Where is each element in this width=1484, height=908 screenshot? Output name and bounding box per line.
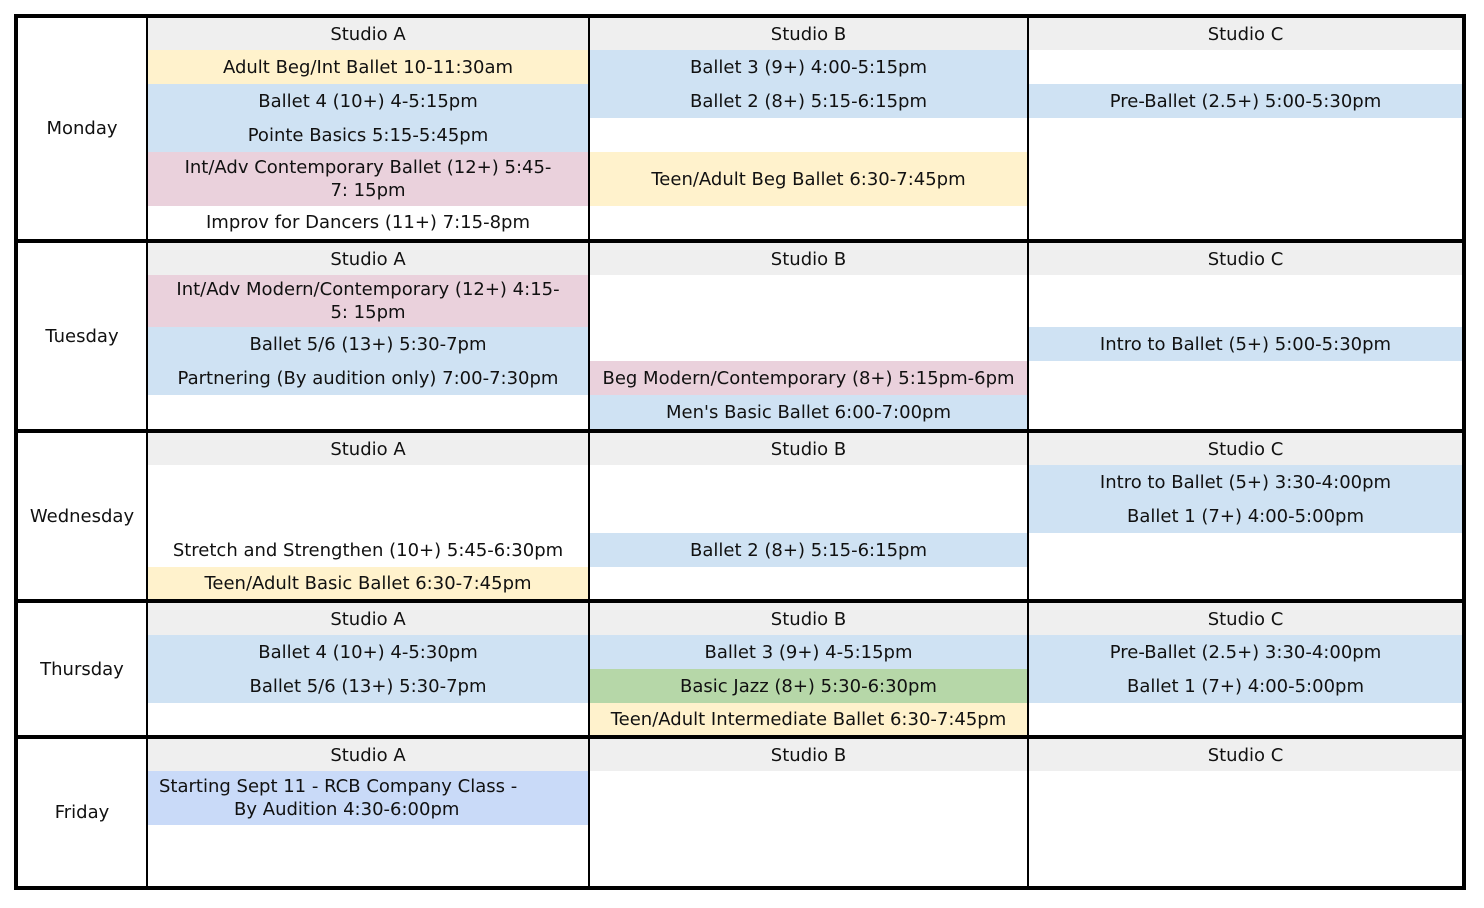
class-cell: Teen/Adult Beg Ballet 6:30-7:45pm — [590, 152, 1027, 206]
studio-c-column: Studio C Pre-Ballet (2.5+) 3:30-4:00pm B… — [1027, 603, 1462, 735]
studio-header: Studio A — [148, 243, 588, 275]
class-cell: Pre-Ballet (2.5+) 3:30-4:00pm — [1029, 635, 1462, 669]
class-cell: Improv for Dancers (11+) 7:15-8pm — [148, 206, 588, 239]
class-cell: Ballet 2 (8+) 5:15-6:15pm — [590, 84, 1027, 118]
studio-header: Studio B — [590, 603, 1027, 635]
day-row-monday: Monday Studio A Adult Beg/Int Ballet 10-… — [18, 18, 1462, 239]
class-cell: Ballet 4 (10+) 4-5:15pm — [148, 84, 588, 118]
class-cell: Basic Jazz (8+) 5:30-6:30pm — [590, 669, 1027, 703]
class-cell: Ballet 2 (8+) 5:15-6:15pm — [590, 533, 1027, 567]
studio-b-column: Studio B Ballet 3 (9+) 4-5:15pm Basic Ja… — [588, 603, 1027, 735]
studio-c-column: Studio C Pre-Ballet (2.5+) 5:00-5:30pm — [1027, 18, 1462, 239]
day-label: Thursday — [18, 603, 148, 735]
class-cell: Int/Adv Contemporary Ballet (12+) 5:45-7… — [148, 152, 588, 206]
studio-b-column: Studio B Ballet 3 (9+) 4:00-5:15pm Balle… — [588, 18, 1027, 239]
class-cell: Starting Sept 11 - RCB Company Class - B… — [148, 771, 588, 825]
day-row-friday: Friday Studio A Starting Sept 11 - RCB C… — [18, 735, 1462, 886]
studio-a-column: Studio A Ballet 4 (10+) 4-5:30pm Ballet … — [148, 603, 588, 735]
class-cell: Intro to Ballet (5+) 5:00-5:30pm — [1029, 327, 1462, 361]
studio-header: Studio B — [590, 433, 1027, 465]
studio-header: Studio C — [1029, 739, 1462, 771]
day-row-thursday: Thursday Studio A Ballet 4 (10+) 4-5:30p… — [18, 599, 1462, 735]
studio-a-column: Studio A Adult Beg/Int Ballet 10-11:30am… — [148, 18, 588, 239]
class-cell: Ballet 3 (9+) 4:00-5:15pm — [590, 50, 1027, 84]
class-cell: Teen/Adult Basic Ballet 6:30-7:45pm — [148, 567, 588, 599]
class-cell: Int/Adv Modern/Contemporary (12+) 4:15-5… — [148, 275, 588, 327]
studio-header: Studio B — [590, 243, 1027, 275]
class-cell: Ballet 5/6 (13+) 5:30-7pm — [148, 669, 588, 703]
studio-a-column: Studio A Starting Sept 11 - RCB Company … — [148, 739, 588, 886]
class-cell: Men's Basic Ballet 6:00-7:00pm — [590, 395, 1027, 429]
day-label: Friday — [18, 739, 148, 886]
studio-a-column: Studio A Stretch and Strengthen (10+) 5:… — [148, 433, 588, 599]
studio-header: Studio C — [1029, 603, 1462, 635]
studio-header: Studio C — [1029, 243, 1462, 275]
studio-header: Studio C — [1029, 18, 1462, 50]
studio-header: Studio A — [148, 433, 588, 465]
class-cell: Pointe Basics 5:15-5:45pm — [148, 118, 588, 152]
class-cell: Ballet 1 (7+) 4:00-5:00pm — [1029, 669, 1462, 703]
studio-b-column: Studio B Ballet 2 (8+) 5:15-6:15pm — [588, 433, 1027, 599]
class-cell: Ballet 4 (10+) 4-5:30pm — [148, 635, 588, 669]
class-cell: Ballet 3 (9+) 4-5:15pm — [590, 635, 1027, 669]
day-row-tuesday: Tuesday Studio A Int/Adv Modern/Contempo… — [18, 239, 1462, 429]
class-cell: Beg Modern/Contemporary (8+) 5:15pm-6pm — [590, 361, 1027, 395]
studio-header: Studio A — [148, 739, 588, 771]
class-cell: Pre-Ballet (2.5+) 5:00-5:30pm — [1029, 84, 1462, 118]
weekly-class-schedule: Monday Studio A Adult Beg/Int Ballet 10-… — [14, 14, 1466, 890]
studio-header: Studio B — [590, 18, 1027, 50]
class-cell: Partnering (By audition only) 7:00-7:30p… — [148, 361, 588, 395]
studio-header: Studio A — [148, 18, 588, 50]
studio-c-column: Studio C Intro to Ballet (5+) 5:00-5:30p… — [1027, 243, 1462, 429]
class-cell: Ballet 5/6 (13+) 5:30-7pm — [148, 327, 588, 361]
studio-header: Studio C — [1029, 433, 1462, 465]
class-cell: Adult Beg/Int Ballet 10-11:30am — [148, 50, 588, 84]
day-label: Wednesday — [18, 433, 148, 599]
studio-b-column: Studio B — [588, 739, 1027, 886]
studio-c-column: Studio C — [1027, 739, 1462, 886]
class-cell: Teen/Adult Intermediate Ballet 6:30-7:45… — [590, 703, 1027, 735]
studio-b-column: Studio B Beg Modern/Contemporary (8+) 5:… — [588, 243, 1027, 429]
studio-header: Studio B — [590, 739, 1027, 771]
day-label: Monday — [18, 18, 148, 239]
studio-a-column: Studio A Int/Adv Modern/Contemporary (12… — [148, 243, 588, 429]
class-cell: Stretch and Strengthen (10+) 5:45-6:30pm — [148, 533, 588, 567]
day-label: Tuesday — [18, 243, 148, 429]
studio-header: Studio A — [148, 603, 588, 635]
day-row-wednesday: Wednesday Studio A Stretch and Strengthe… — [18, 429, 1462, 599]
class-cell: Intro to Ballet (5+) 3:30-4:00pm — [1029, 465, 1462, 499]
studio-c-column: Studio C Intro to Ballet (5+) 3:30-4:00p… — [1027, 433, 1462, 599]
class-cell: Ballet 1 (7+) 4:00-5:00pm — [1029, 499, 1462, 533]
